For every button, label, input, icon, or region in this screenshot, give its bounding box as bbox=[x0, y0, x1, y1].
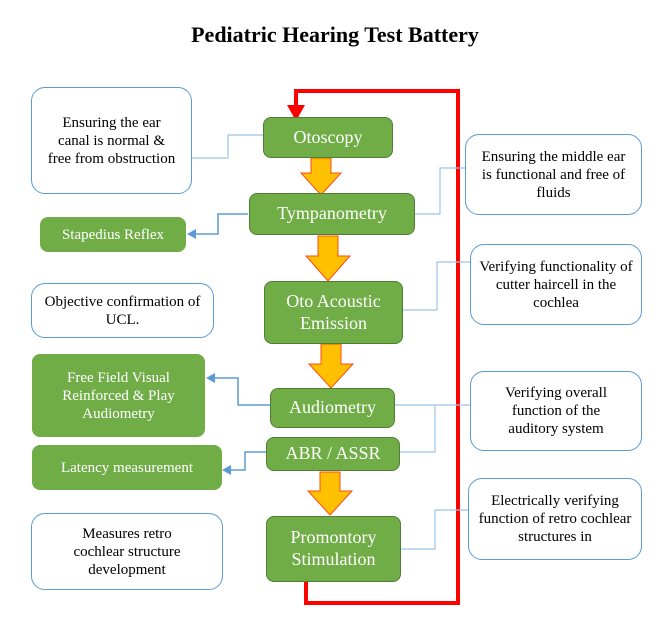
step-tympanometry[interactable]: Tympanometry bbox=[249, 193, 415, 235]
connector-tympanometry-stapedius bbox=[195, 213, 248, 235]
step-audiometry[interactable]: Audiometry bbox=[270, 388, 395, 428]
connector-oae-note bbox=[403, 261, 470, 311]
connector-tympanometry-note bbox=[415, 167, 470, 215]
step-otoscopy[interactable]: Otoscopy bbox=[263, 117, 393, 158]
result-free-field-audiometry[interactable]: Free Field Visual Reinforced & Play Audi… bbox=[32, 354, 205, 437]
step-promontory-stimulation[interactable]: Promontory Stimulation bbox=[266, 516, 401, 582]
connector-abr-latency bbox=[230, 451, 266, 471]
step-oto-acoustic-emission[interactable]: Oto Acoustic Emission bbox=[264, 281, 403, 344]
arrowhead-icon bbox=[187, 229, 196, 239]
note-otoscopy: Ensuring the ear canal is normal & free … bbox=[31, 87, 192, 194]
result-stapedius-reflex[interactable]: Stapedius Reflex bbox=[40, 217, 186, 252]
arrowhead-icon bbox=[206, 373, 215, 383]
diagram-title: Pediatric Hearing Test Battery bbox=[191, 22, 479, 47]
note-promontory-measures: Measures retro cochlear structure develo… bbox=[31, 513, 223, 590]
connector-abr-note bbox=[400, 405, 436, 453]
down-arrow-icon bbox=[306, 471, 354, 516]
down-arrow-icon bbox=[299, 157, 343, 196]
note-oae: Verifying functionality of cutter hairce… bbox=[470, 244, 642, 325]
connector-audiometry-freefield bbox=[214, 377, 270, 406]
arrowhead-icon bbox=[222, 465, 231, 475]
result-latency-measurement[interactable]: Latency measurement bbox=[32, 445, 222, 490]
note-oae-ucl: Objective confirmation of UCL. bbox=[31, 283, 214, 338]
note-tympanometry: Ensuring the middle ear is functional an… bbox=[465, 134, 642, 215]
note-promontory: Electrically verifying function of retro… bbox=[468, 478, 642, 560]
down-arrow-icon bbox=[304, 235, 352, 282]
connector-otoscopy-note bbox=[192, 134, 263, 159]
connector-promontory-note bbox=[401, 509, 470, 550]
step-abr-assr[interactable]: ABR / ASSR bbox=[266, 437, 400, 471]
down-arrow-icon bbox=[307, 343, 355, 389]
note-audiometry-abr: Verifying overall function of the audito… bbox=[470, 371, 642, 451]
